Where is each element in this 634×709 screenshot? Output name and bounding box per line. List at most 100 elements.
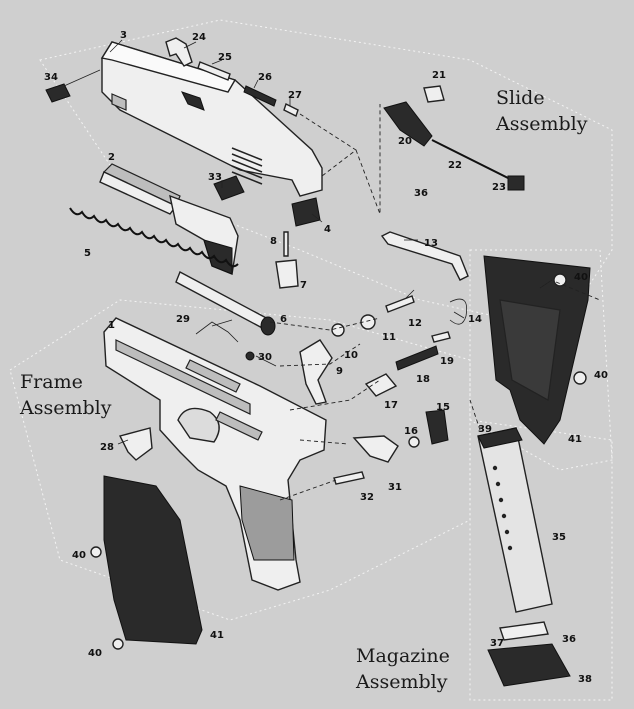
callout-40-grip-mid: 40 [594, 370, 608, 381]
callout-4: 4 [324, 224, 331, 235]
part-16-washer [408, 436, 420, 448]
callout-7: 7 [300, 280, 307, 291]
callout-15: 15 [436, 402, 450, 413]
callout-27: 27 [288, 90, 302, 101]
slide-assembly-title-line1: Slide [496, 87, 545, 109]
part-20-slide-catch [383, 101, 433, 147]
callout-37: 37 [490, 638, 504, 649]
callout-10: 10 [344, 350, 358, 361]
part-35-magazine [477, 427, 553, 613]
callout-2: 2 [108, 152, 115, 163]
callout-16: 16 [404, 426, 418, 437]
callout-36-mag: 36 [562, 634, 576, 645]
part-23-screw [507, 175, 525, 191]
part-33-rear-sight [213, 175, 245, 201]
part-9-trigger [299, 339, 333, 405]
part-31-takedown-lever [352, 435, 399, 463]
part-17-hammer-strut [364, 373, 398, 397]
part-10-bushing [331, 323, 345, 337]
callout-18: 18 [416, 374, 430, 385]
callout-41-left: 41 [210, 630, 224, 641]
part-32-pin [333, 471, 365, 485]
right-grip-checker [499, 299, 561, 401]
part-19-pin [431, 331, 451, 343]
callout-17: 17 [384, 400, 398, 411]
callout-39: 39 [478, 424, 492, 435]
callout-36-slide: 36 [414, 188, 428, 199]
part-14-spring-clip [449, 298, 468, 325]
slide-serrations [231, 147, 263, 185]
part-26-spring [243, 85, 277, 107]
callout-29: 29 [176, 314, 190, 325]
callout-6: 6 [280, 314, 287, 325]
callout-40-grip-top: 40 [574, 272, 588, 283]
part-29-spring [195, 321, 239, 343]
callout-23: 23 [492, 182, 506, 193]
callout-26: 26 [258, 72, 272, 83]
callout-8: 8 [270, 236, 277, 247]
callout-9: 9 [336, 366, 343, 377]
part-18-spring [395, 345, 439, 371]
part-28-lever [118, 427, 153, 461]
part-27-pin [283, 103, 299, 117]
magazine-assembly-title-line2: Assembly [355, 671, 448, 693]
magazine-assembly-title-line1: Magazine [356, 645, 450, 667]
part-37-plate [499, 621, 549, 641]
callout-22: 22 [448, 160, 462, 171]
part-13-trigger-bar [380, 231, 469, 281]
callout-3: 3 [120, 30, 127, 41]
callout-40-left-upper: 40 [72, 550, 86, 561]
callout-1: 1 [108, 320, 115, 331]
part-8-spring [283, 231, 289, 257]
frame-assembly-title-line2: Assembly [19, 397, 112, 419]
callout-28: 28 [100, 442, 114, 453]
part-22-spring [431, 139, 513, 181]
callout-40-left-lower: 40 [88, 648, 102, 659]
part-6-guide-rod [175, 271, 271, 331]
part-1-frame [103, 317, 327, 591]
callout-31: 31 [388, 482, 402, 493]
callout-5: 5 [84, 248, 91, 259]
part-12-pin [385, 295, 415, 313]
callout-19: 19 [440, 356, 454, 367]
part-21-nut [423, 85, 445, 103]
part-34-sight [45, 83, 71, 103]
callout-21: 21 [432, 70, 446, 81]
callout-38: 38 [578, 674, 592, 685]
callout-14: 14 [468, 314, 482, 325]
grip-screw-40-left-lower [112, 638, 124, 650]
part-38-floorplate [487, 643, 571, 687]
part-4-firing-pin-safety [291, 197, 321, 227]
part-2-barrel [99, 163, 239, 275]
grip-region-outline [469, 249, 613, 471]
assembly-titles: Slide Assembly Frame Assembly Magazine A… [19, 87, 588, 693]
part-25-pin [197, 61, 231, 81]
grip-screw-40-lower [573, 371, 587, 385]
callout-12: 12 [408, 318, 422, 329]
part-5-recoil-spring [69, 207, 239, 268]
callout-30: 30 [258, 352, 272, 363]
callout-24: 24 [192, 32, 206, 43]
callout-34: 34 [44, 72, 58, 83]
part-30-pin [245, 351, 255, 361]
frame-assembly-title-line1: Frame [20, 371, 83, 393]
callout-35: 35 [552, 532, 566, 543]
part-24-extractor [165, 37, 193, 67]
callout-25: 25 [218, 52, 232, 63]
slide-part [100, 41, 323, 197]
left-grip-panel [103, 475, 203, 645]
slide-assembly-title-line2: Assembly [495, 113, 588, 135]
part-7-block [275, 259, 299, 289]
callout-32: 32 [360, 492, 374, 503]
dashed-assembly-lines [269, 104, 601, 501]
part-6-guide-head [260, 316, 276, 336]
magazine-region-outline [469, 419, 613, 701]
callout-41-right: 41 [568, 434, 582, 445]
grip-screw-40-upper [553, 273, 567, 287]
callout-11: 11 [382, 332, 396, 343]
grip-screw-40-left-upper [90, 546, 102, 558]
callout-13: 13 [424, 238, 438, 249]
part-15-hammer [425, 409, 449, 445]
callout-numbers: 3 24 25 26 27 34 21 20 22 23 36 2 33 4 8… [44, 30, 608, 685]
